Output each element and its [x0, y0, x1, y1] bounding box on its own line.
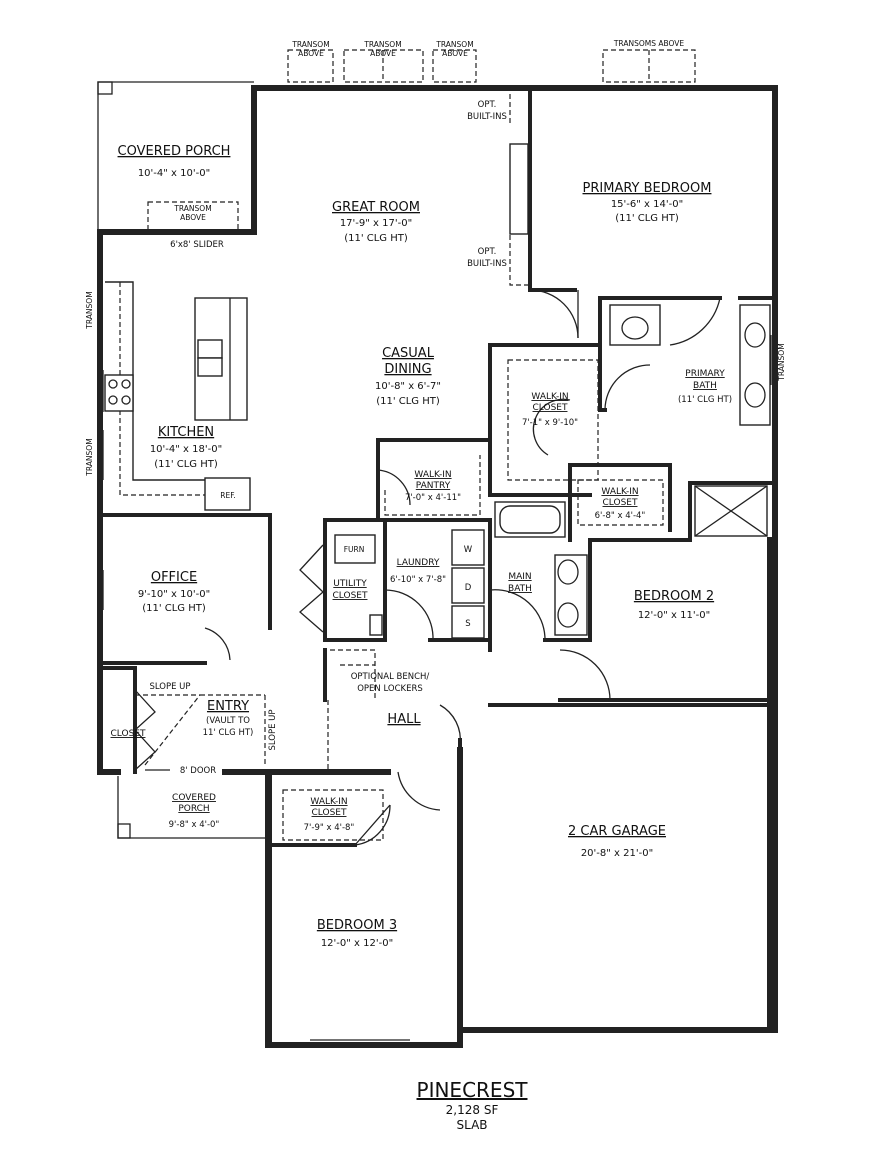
optional-bench-label-2: OPEN LOCKERS: [357, 684, 423, 694]
labels: TRANSOM ABOVE TRANSOM ABOVE TRANSOM ABOV…: [85, 39, 786, 1132]
walkin-closet-bed2-title-1: WALK-IN: [601, 487, 638, 497]
entry-note-1: (VAULT TO: [206, 716, 250, 726]
plan-title: PINECREST: [417, 1078, 529, 1102]
main-bath-title-2: BATH: [508, 584, 532, 594]
closet-title: CLOSET: [111, 729, 146, 739]
dryer-label: D: [465, 583, 472, 593]
entry-title: ENTRY: [207, 699, 249, 714]
garage-dims: 20'-8" x 21'-0": [581, 848, 653, 859]
dashed-lines: [135, 87, 664, 841]
slider-label: 6'x8' SLIDER: [170, 240, 224, 250]
transom-above-label-1: ABOVE: [298, 49, 324, 58]
washer-label: W: [464, 545, 473, 555]
office-ceiling: (11' CLG HT): [142, 603, 206, 614]
front-porch-dims: 9'-8" x 4'-0": [169, 820, 220, 830]
walkin-pantry-title-1: WALK-IN: [414, 470, 451, 480]
walkin-pantry-dims: 7'-0" x 4'-11": [405, 493, 461, 503]
casual-dining-ceiling: (11' CLG HT): [376, 396, 440, 407]
office-dims: 9'-10" x 10'-0": [138, 589, 210, 600]
transom-boxes-top: [287, 49, 696, 83]
walkin-closet-bed3-dims: 7'-9" x 4'-8": [304, 823, 355, 833]
opt-label-top: OPT.: [478, 100, 497, 110]
walkin-closet-primary-title-1: WALK-IN: [531, 392, 568, 402]
walkin-closet-bed3-title-2: CLOSET: [312, 808, 347, 818]
slope-up-vertical-label: SLOPE UP: [268, 709, 278, 750]
porch-transom-label: TRANSOM: [173, 204, 211, 213]
primary-bath-ceiling: (11' CLG HT): [678, 395, 732, 405]
primary-bath-title-2: BATH: [693, 381, 717, 391]
transom-label-3: TRANSOM: [435, 40, 473, 49]
primary-bedroom-title: PRIMARY BEDROOM: [583, 181, 712, 196]
front-porch-title-2: PORCH: [178, 804, 209, 814]
transom-label-1: TRANSOM: [291, 40, 329, 49]
utility-closet-title-1: UTILITY: [333, 579, 367, 589]
kitchen-ceiling: (11' CLG HT): [154, 459, 218, 470]
main-bath-title-1: MAIN: [508, 572, 531, 582]
primary-bedroom-ceiling: (11' CLG HT): [615, 213, 679, 224]
covered-porch-title: COVERED PORCH: [118, 144, 231, 159]
bedroom2-title: BEDROOM 2: [634, 589, 714, 604]
ref-label: REF.: [220, 491, 235, 500]
furn-label: FURN: [344, 545, 365, 554]
transom-label-2: TRANSOM: [363, 40, 401, 49]
plan-area: 2,128 SF: [446, 1103, 499, 1117]
primary-bedroom-dims: 15'-6" x 14'-0": [611, 199, 683, 210]
casual-dining-dims: 10'-8" x 6'-7": [375, 381, 441, 392]
walkin-closet-primary-title-2: CLOSET: [533, 403, 568, 413]
sink-label: S: [465, 619, 470, 629]
casual-dining-title-1: CASUAL: [382, 346, 435, 361]
transom-above-label-3: ABOVE: [442, 49, 468, 58]
bath-transom-label: TRANSOM: [777, 343, 786, 381]
bedroom2-dims: 12'-0" x 11'-0": [638, 610, 710, 621]
bedroom3-title: BEDROOM 3: [317, 918, 397, 933]
front-porch-outline: [117, 776, 268, 839]
transom-above-label-2: ABOVE: [370, 49, 396, 58]
built-ins-label-bottom: BUILT-INS: [467, 259, 507, 269]
utility-closet-title-2: CLOSET: [333, 591, 368, 601]
transoms-above-label: TRANSOMS ABOVE: [613, 39, 685, 48]
great-room-title: GREAT ROOM: [332, 200, 420, 215]
covered-porch-dims: 10'-4" x 10'-0": [138, 168, 210, 179]
front-porch-title-1: COVERED: [172, 793, 216, 803]
walkin-closet-bed3-title-1: WALK-IN: [310, 797, 347, 807]
hall-title: HALL: [387, 712, 421, 727]
great-room-ceiling: (11' CLG HT): [344, 233, 408, 244]
bedroom3-dims: 12'-0" x 12'-0": [321, 938, 393, 949]
garage-title: 2 CAR GARAGE: [568, 824, 666, 839]
built-ins-label-top: BUILT-INS: [467, 112, 507, 122]
walkin-closet-bed2-title-2: CLOSET: [603, 498, 638, 508]
primary-bath-title-1: PRIMARY: [685, 369, 725, 379]
porch-transom-above-label: ABOVE: [180, 213, 206, 222]
kitchen-transom-label-2: TRANSOM: [85, 438, 94, 476]
optional-bench-label-1: OPTIONAL BENCH/: [351, 672, 430, 682]
door-8-label: 8' DOOR: [180, 766, 216, 776]
kitchen-transom-label-1: TRANSOM: [85, 291, 94, 329]
kitchen-title: KITCHEN: [158, 425, 214, 440]
windows: [102, 335, 772, 1041]
laundry-dims: 6'-10" x 7'-8": [390, 575, 446, 585]
walkin-closet-primary-dims: 7'-1" x 9'-10": [522, 418, 578, 428]
laundry-title: LAUNDRY: [397, 558, 440, 568]
entry-note-2: 11' CLG HT): [203, 728, 254, 738]
opt-label-bottom: OPT.: [478, 247, 497, 257]
walkin-closet-bed2-dims: 6'-8" x 4'-4": [595, 511, 646, 521]
casual-dining-title-2: DINING: [384, 362, 431, 377]
kitchen-dims: 10'-4" x 18'-0": [150, 444, 222, 455]
door-swings: [134, 289, 721, 846]
plan-foundation: SLAB: [456, 1118, 487, 1132]
bath-fixtures: [334, 304, 771, 639]
walkin-pantry-title-2: PANTRY: [416, 481, 451, 491]
great-room-dims: 17'-9" x 17'-0": [340, 218, 412, 229]
kitchen-fixtures: [104, 281, 251, 511]
interior-walls: [98, 86, 777, 1047]
slope-up-label: SLOPE UP: [149, 682, 190, 692]
office-title: OFFICE: [151, 570, 197, 585]
